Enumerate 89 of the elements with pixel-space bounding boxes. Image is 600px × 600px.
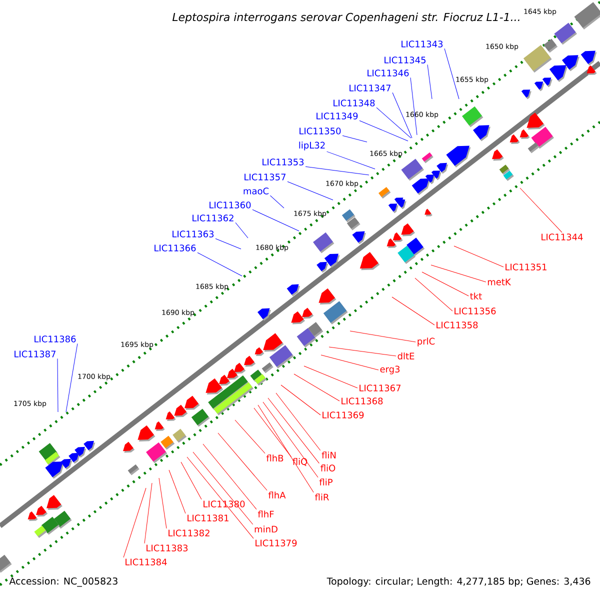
gene-label: flhF — [258, 510, 274, 518]
leader-line — [197, 252, 242, 276]
leader-line — [376, 107, 412, 138]
leader-line — [294, 374, 340, 402]
leader-line — [186, 456, 254, 539]
leader-line — [454, 246, 504, 268]
leader-line — [202, 444, 257, 510]
leader-line — [215, 238, 242, 250]
gene-label: LIC11384 — [126, 558, 167, 566]
leader-line — [392, 296, 435, 326]
leader-line — [305, 166, 370, 176]
leader-line — [392, 92, 412, 138]
leader-line — [414, 278, 453, 312]
leader-line — [158, 478, 167, 529]
gene-label: LIC11343 — [402, 40, 443, 48]
leader-line — [270, 195, 284, 208]
gene-label: LIC11347 — [350, 84, 391, 92]
gene-label: tkt — [470, 292, 482, 300]
gene-label: LIC11367 — [360, 384, 401, 392]
leader-line — [235, 222, 248, 238]
leader-line — [276, 392, 321, 451]
gene-label: LIC11345 — [384, 56, 426, 64]
leader-line — [57, 358, 58, 412]
gene-label: LIC11360 — [210, 202, 251, 208]
leader-line — [168, 470, 186, 514]
leader-line — [192, 452, 254, 525]
gene-label: LIC11369 — [322, 412, 364, 418]
leader-line — [218, 432, 268, 491]
title: Leptospira interrogans serovar Copenhageni str. Fiocruz L1-1... — [172, 12, 520, 24]
gene-label: LIC11383 — [146, 544, 188, 552]
gene-label: LIC11358 — [436, 322, 478, 328]
leader-line — [304, 366, 358, 388]
gene-label: LIC11381 — [188, 514, 228, 522]
leader-line — [258, 404, 314, 493]
gene-label: flhB — [266, 454, 284, 462]
leader-line — [326, 151, 376, 170]
leader-line — [287, 181, 334, 200]
gene-label: LIC11348 — [334, 100, 375, 106]
gene-label: LIC11382 — [168, 530, 210, 536]
leader-line — [144, 482, 152, 544]
leader-line — [350, 330, 416, 342]
gene-label: LIC11346 — [368, 70, 409, 76]
gene-label: LIC11356 — [454, 308, 496, 314]
leader-line — [422, 272, 469, 296]
leader-line — [320, 354, 379, 370]
gene-label: LIC11362 — [192, 214, 234, 222]
leader-line — [234, 420, 266, 454]
gene-label: LIC11344 — [542, 234, 583, 240]
leader-line — [410, 77, 418, 136]
gene-label: LIC11357 — [244, 174, 286, 180]
accession-text: Accession: NC_005823 — [9, 577, 118, 587]
leader-line — [328, 346, 396, 356]
gene-label: LIC11387 — [14, 350, 56, 358]
gene-label: metK — [488, 278, 512, 286]
gene-label: LIC11349 — [316, 112, 358, 120]
leader-line — [342, 135, 368, 142]
gene-label: LIC11353 — [262, 158, 304, 166]
gene-label: flhA — [268, 492, 286, 498]
gene-label: fliN — [322, 452, 336, 458]
gene-label: fliR — [315, 494, 329, 500]
gene-label: LIC11368 — [342, 398, 383, 404]
gene-label: LIC11350 — [300, 128, 341, 134]
gene-label: LIC11351 — [506, 264, 546, 270]
gene-label: LIC11386 — [34, 336, 76, 342]
gene-label: prlC — [418, 338, 435, 346]
leader-line — [123, 488, 146, 558]
leader-line — [520, 188, 562, 233]
gene-label: LIC11363 — [172, 230, 214, 238]
gene-label: fliP — [319, 478, 332, 486]
gene-label: LIC11366 — [154, 244, 196, 252]
leader-line — [66, 343, 78, 412]
genome-info-text: Topology: circular; Length: 4,277,185 bp; Genes: 3,436 — [326, 577, 590, 587]
leader-line — [430, 264, 486, 282]
gene-label: minD — [254, 526, 278, 532]
leader-line — [280, 384, 321, 416]
gene-label: LIC11379 — [256, 540, 297, 546]
leader-line — [444, 48, 460, 100]
leader-line — [254, 408, 292, 458]
gene-label: fliO — [320, 464, 336, 472]
leader-line — [427, 64, 432, 100]
leader-line — [268, 398, 320, 464]
gene-label: dltE — [398, 352, 414, 360]
leader-line — [262, 402, 318, 478]
leader-line — [252, 209, 300, 232]
gene-label: erg3 — [380, 366, 400, 374]
leader-line — [359, 120, 408, 142]
gene-label: maoC — [244, 188, 269, 194]
gene-label: lipL32 — [299, 142, 325, 150]
leader-line — [180, 462, 202, 500]
